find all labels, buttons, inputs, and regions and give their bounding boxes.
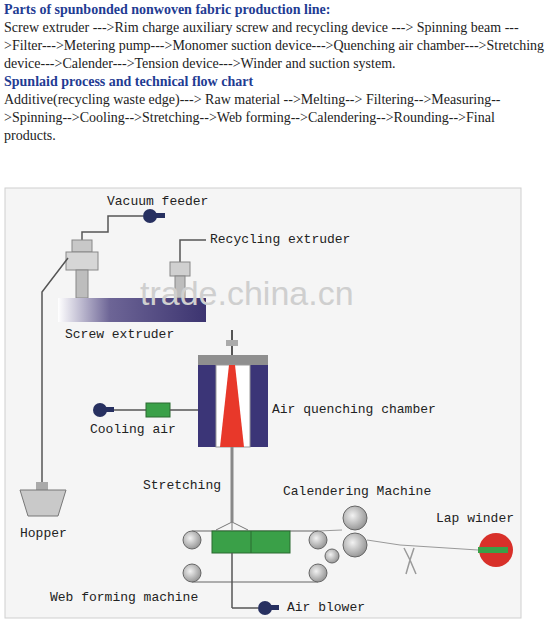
section-heading: Spunlaid process and technical flow char…	[4, 73, 547, 91]
parts-list: Screw extruder --->Rim charge auxiliary …	[4, 19, 547, 73]
part-label: Stretching	[143, 478, 221, 494]
feed-hopper	[66, 252, 98, 270]
chamber-inside	[216, 365, 250, 447]
cooling-fan-outlet	[106, 407, 114, 412]
part-label: Air blower	[287, 600, 365, 616]
part-label: Cooling air	[90, 422, 176, 438]
part-label: Recycling extruder	[210, 232, 350, 248]
tension-device	[404, 548, 416, 574]
suction-duct	[231, 553, 233, 608]
section-heading: Parts of spunbonded nonwoven fabric prod…	[4, 1, 547, 19]
text-section: Parts of spunbonded nonwoven fabric prod…	[4, 1, 547, 145]
recycle-pipe	[180, 240, 206, 262]
spin-pack	[226, 340, 238, 346]
filament-curtain	[220, 365, 244, 447]
belt	[192, 531, 318, 582]
feed-throat	[76, 270, 88, 298]
calender-roll	[343, 533, 367, 557]
hopper	[20, 490, 66, 516]
hopper-neck	[36, 482, 48, 490]
watermark: trade.china.cn	[140, 274, 354, 312]
feed-hopper	[72, 240, 92, 252]
vacuum-feeder-fan	[143, 209, 157, 223]
web	[318, 530, 342, 531]
suction-box	[212, 531, 290, 553]
lap-winder-roll	[479, 533, 513, 567]
recycling-extruder	[170, 262, 190, 276]
calender-roll	[343, 506, 367, 530]
part-label: Air quenching chamber	[272, 402, 436, 418]
chamber-cap	[198, 355, 268, 365]
belt-roller	[183, 531, 201, 549]
air-duct	[170, 409, 198, 411]
chamber-wall	[198, 365, 216, 447]
part-label: Vacuum feeder	[107, 194, 208, 210]
belt-roller	[309, 531, 327, 549]
process-flow: Additive(recycling waste edge)---> Raw m…	[4, 91, 547, 145]
vacuum-feeder-outlet	[156, 213, 165, 218]
hopper-pipe	[42, 258, 68, 482]
filament-spread	[232, 522, 248, 530]
feed-pipe	[82, 216, 143, 240]
chamber-wall	[250, 365, 268, 447]
part-label: Lap winder	[436, 511, 514, 527]
filament-spread	[216, 522, 232, 530]
air-blower-outlet	[271, 605, 279, 610]
suction-duct	[232, 607, 258, 609]
cooling-fan	[93, 403, 107, 417]
stretch-tube	[231, 447, 234, 522]
part-label: Screw extruder	[65, 327, 174, 343]
filament-spread	[232, 522, 233, 530]
air-blower-fan	[258, 601, 272, 615]
air-duct	[114, 409, 146, 411]
part-label: Calendering Machine	[283, 484, 431, 500]
belt-roller	[309, 564, 327, 582]
guide-roll	[325, 549, 339, 563]
diagram-panel	[5, 188, 521, 618]
lap-winder-shaft	[478, 547, 508, 553]
suction-box-divider	[251, 531, 252, 553]
part-label: Web forming machine	[50, 590, 198, 606]
belt-roller	[183, 564, 201, 582]
web	[367, 540, 478, 550]
part-label: Hopper	[20, 526, 67, 542]
air-filter	[146, 403, 170, 417]
